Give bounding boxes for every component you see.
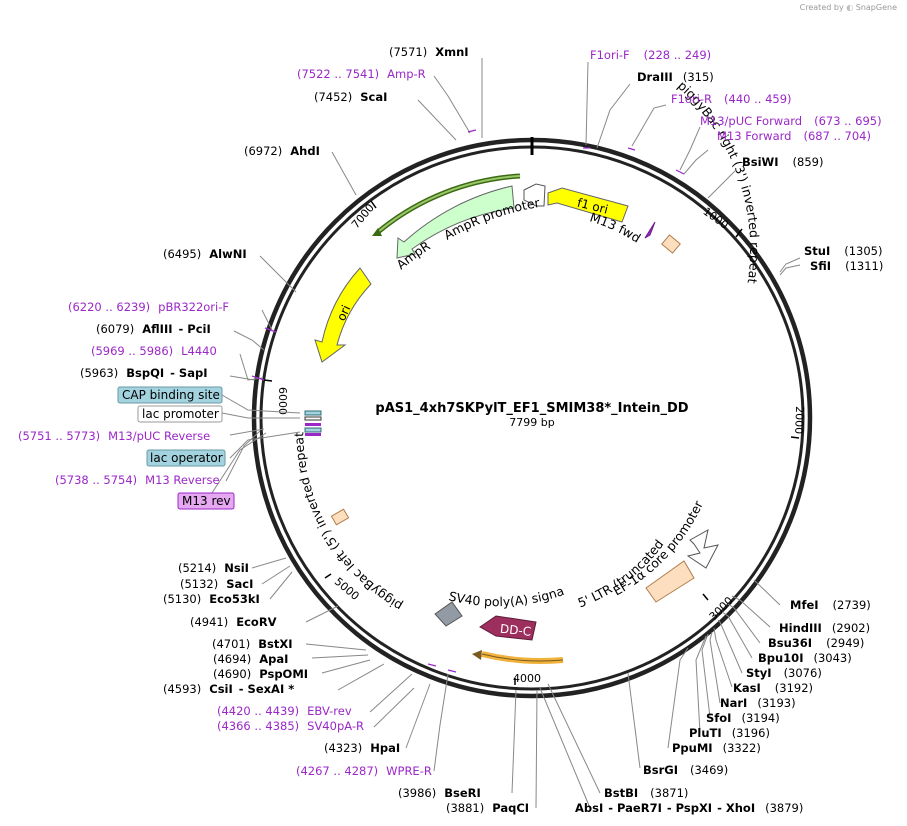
site-afliii[interactable]: (6079)AflIII- PciI (96, 322, 211, 336)
site-ebv-rev[interactable]: (4420 .. 4439)EBV-rev (217, 704, 352, 718)
scale-ticks (263, 200, 800, 685)
site-nari[interactable]: NarI(3193) (720, 696, 796, 710)
site-bspqi[interactable]: (5963)BspQI- SapI (80, 366, 208, 380)
site-bseri[interactable]: (3986)BseRI (398, 786, 481, 800)
site-bpu10i[interactable]: Bpu10I(3043) (758, 651, 852, 665)
site-f1ori-f[interactable]: F1ori-F(228 .. 249) (590, 48, 711, 62)
feature-piggybac-right-box[interactable] (661, 234, 681, 254)
cap-text: CAP binding site (122, 388, 220, 402)
label-lac-promoter[interactable]: lac promoter (137, 405, 223, 423)
svg-text:piggyBac right (3') inverted r: piggyBac right (3') inverted repeat (675, 78, 762, 285)
site-m13-forward[interactable]: M13 Forward(687 .. 704) (717, 129, 871, 143)
site-bsrgi[interactable]: BsrGI(3469) (643, 763, 728, 777)
lacp-text: lac promoter (142, 407, 219, 421)
site-apai[interactable]: (4694)ApaI (213, 652, 288, 666)
plasmid-size: 7799 bp (509, 416, 554, 429)
site-stui[interactable]: StuI(1305) (804, 244, 883, 258)
site-sfoi[interactable]: SfoI(3194) (706, 711, 780, 725)
label-lac-operator[interactable]: lac operator (146, 449, 226, 467)
site-pluti[interactable]: PluTI(3196) (689, 726, 770, 740)
site-absi[interactable]: AbsI- PaeR7I- PspXI- XhoI(3879) (575, 801, 803, 815)
credit-text: Created by (799, 3, 844, 12)
site-bsiwi[interactable]: BsiWI(859) (742, 155, 823, 169)
site-paqci[interactable]: (3881)PaqCI (446, 801, 529, 815)
site-alwni[interactable]: (6495)AlwNI (163, 247, 247, 261)
site-styi[interactable]: StyI(3076) (746, 666, 822, 680)
site-saci[interactable]: (5132)SacI (180, 577, 253, 591)
site-m13-puc-forward[interactable]: M13/pUC Forward(673 .. 695) (700, 114, 882, 128)
tick-label-2000: 2000 (792, 406, 806, 434)
brand-text: SnapGene (855, 3, 897, 12)
label-m13-rev[interactable]: M13 rev (177, 492, 235, 510)
site-sfii[interactable]: SfiI(1311) (810, 259, 883, 273)
leader-lines (207, 58, 801, 809)
snapgene-credit: Created by ◐ SnapGene (800, 3, 897, 12)
site-pbr322ori-f[interactable]: (6220 .. 6239)pBR322ori-F (68, 300, 229, 314)
site-bsu36i[interactable]: Bsu36I(2949) (768, 636, 864, 650)
feature-ampr[interactable]: AmpR (372, 173, 521, 272)
site-l4440[interactable]: (5969 .. 5986)L4440 (91, 344, 217, 358)
feature-label-dd-c: DD-C (499, 622, 531, 639)
site-csii[interactable]: (4593)CsiI- SexAI * (163, 682, 294, 696)
site-kasi[interactable]: KasI(3192) (733, 681, 813, 695)
site-hindiii[interactable]: HindIII(2902) (779, 621, 870, 635)
feature-f1-ori[interactable]: f1 ori (547, 187, 629, 223)
site-ahdi[interactable]: (6972)AhdI (244, 144, 320, 158)
site-amp-r[interactable]: (7522 .. 7541)Amp-R (297, 67, 426, 81)
site-wpre-r[interactable]: (4267 .. 4287)WPRE-R (296, 764, 432, 778)
site-labels: (7571)XmnI (7522 .. 7541)Amp-R (7452)Sca… (18, 45, 883, 815)
site-draiii[interactable]: DraIII(315) (637, 70, 714, 84)
tick-label-4000: 4000 (513, 672, 541, 685)
site-xmni[interactable]: (7571)XmnI (389, 45, 469, 59)
site-m13-puc-reverse[interactable]: (5751 .. 5773)M13/pUC Reverse (18, 429, 210, 443)
site-ppumi[interactable]: PpuMI(3322) (672, 741, 761, 755)
site-sv40pa-r[interactable]: (4366 .. 4385)SV40pA-R (217, 719, 364, 733)
site-hpai[interactable]: (4323)HpaI (324, 741, 400, 755)
plasmid-title-group: pAS1_4xh7SKPylT_EF1_SMIM38*_Intein_DD 77… (375, 401, 688, 429)
snapgene-logo-icon: ◐ (846, 3, 854, 12)
site-nsii[interactable]: (5214)NsiI (178, 561, 249, 575)
feature-ori[interactable]: ori (314, 267, 372, 363)
feature-label-ori: ori (334, 303, 353, 323)
feature-piggybac-right-label: piggyBac right (3') inverted repeat (675, 78, 762, 285)
site-mfei[interactable]: MfeI(2739) (790, 598, 871, 612)
site-m13-reverse[interactable]: (5738 .. 5754)M13 Reverse (55, 473, 220, 487)
site-bstbi[interactable]: BstBI(3871) (604, 786, 688, 800)
tick-label-6000: 6000 (276, 387, 289, 415)
site-f1ori-r[interactable]: F1ori-R(440 .. 459) (671, 92, 792, 106)
site-pspomi[interactable]: (4690)PspOMI (213, 667, 308, 681)
m13rev-text: M13 rev (182, 494, 231, 508)
site-ecorv[interactable]: (4941)EcoRV (190, 615, 277, 629)
site-eco53ki[interactable]: (5130)Eco53kI (163, 592, 260, 606)
laco-text: lac operator (150, 451, 223, 465)
feature-dd-c[interactable]: DD-C (479, 615, 537, 641)
lac-region-features[interactable] (304, 410, 322, 436)
label-cap-binding-site[interactable]: CAP binding site (117, 386, 223, 404)
site-scai[interactable]: (7452)ScaI (314, 90, 387, 104)
feature-orange-arc[interactable] (472, 650, 564, 665)
primer-marks (251, 129, 685, 673)
site-bstxi[interactable]: (4701)BstXI (212, 637, 293, 651)
feature-piggybac-left-box[interactable] (330, 508, 350, 526)
plasmid-name: pAS1_4xh7SKPylT_EF1_SMIM38*_Intein_DD (375, 401, 688, 416)
